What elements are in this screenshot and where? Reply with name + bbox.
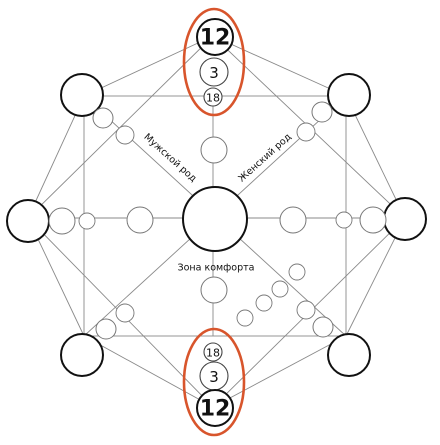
bottom-small-number: 18 — [206, 347, 220, 360]
edge-tr-right — [345, 95, 406, 219]
circle-br-chain-3 — [271, 280, 289, 298]
edge-bl-bottom — [83, 335, 214, 408]
circle-right-mid — [279, 206, 307, 234]
bottom-highlight-oval — [182, 327, 246, 437]
corner-circle-bottom-right — [327, 333, 371, 377]
circle-br-chain-4 — [288, 263, 306, 281]
circle-tl-2 — [115, 125, 135, 145]
circle-left-mid — [126, 206, 154, 234]
circle-upper-mid — [200, 136, 228, 164]
inner-circles — [48, 101, 387, 340]
bottom-main-circle — [196, 389, 234, 427]
top-main-circle — [196, 18, 234, 56]
top-small-circle — [203, 87, 223, 107]
circle-tr-1 — [311, 101, 333, 123]
edge-tl-top — [83, 35, 214, 97]
bottom-main-number: 12 — [200, 397, 231, 422]
circle-bl-1 — [95, 318, 117, 340]
circle-bl-2 — [115, 303, 135, 323]
circle-br-chain-2 — [255, 294, 273, 312]
bottom-highlight-group: 18 3 12 — [182, 327, 246, 437]
side-circle-left — [6, 199, 50, 243]
edge-tl-left — [27, 95, 85, 219]
top-highlight-group: 12 3 18 — [182, 7, 246, 117]
label-male: Мужской род — [142, 132, 199, 185]
center-circle — [182, 186, 248, 252]
circle-left-outer — [48, 207, 76, 235]
bottom-mid-number: 3 — [209, 368, 219, 386]
edge-tr-top — [212, 35, 347, 97]
circle-tl-1 — [92, 107, 114, 129]
label-comfort-zone: Зона комфорта — [178, 263, 255, 274]
circle-br-1 — [312, 316, 334, 338]
corner-circle-top-left — [60, 73, 104, 117]
top-small-number: 18 — [206, 92, 220, 105]
circle-right-outer — [359, 206, 387, 234]
circle-right-edge — [335, 211, 353, 229]
circle-left-edge — [78, 212, 96, 230]
circle-tr-2 — [296, 122, 316, 142]
label-female: Женский род — [236, 131, 293, 184]
top-main-number: 12 — [200, 26, 231, 51]
top-mid-circle — [199, 57, 229, 87]
circle-lower-mid — [200, 276, 228, 304]
corner-circle-bottom-left — [60, 333, 104, 377]
circle-br-2 — [296, 300, 316, 320]
side-circle-right — [383, 197, 427, 241]
top-mid-number: 3 — [209, 64, 219, 82]
edge-br-bottom — [212, 335, 347, 408]
corner-circle-top-right — [327, 73, 371, 117]
top-highlight-oval — [182, 7, 246, 117]
corner-circles — [6, 73, 427, 377]
bottom-small-circle — [203, 342, 223, 362]
circle-br-chain-1 — [236, 309, 254, 327]
